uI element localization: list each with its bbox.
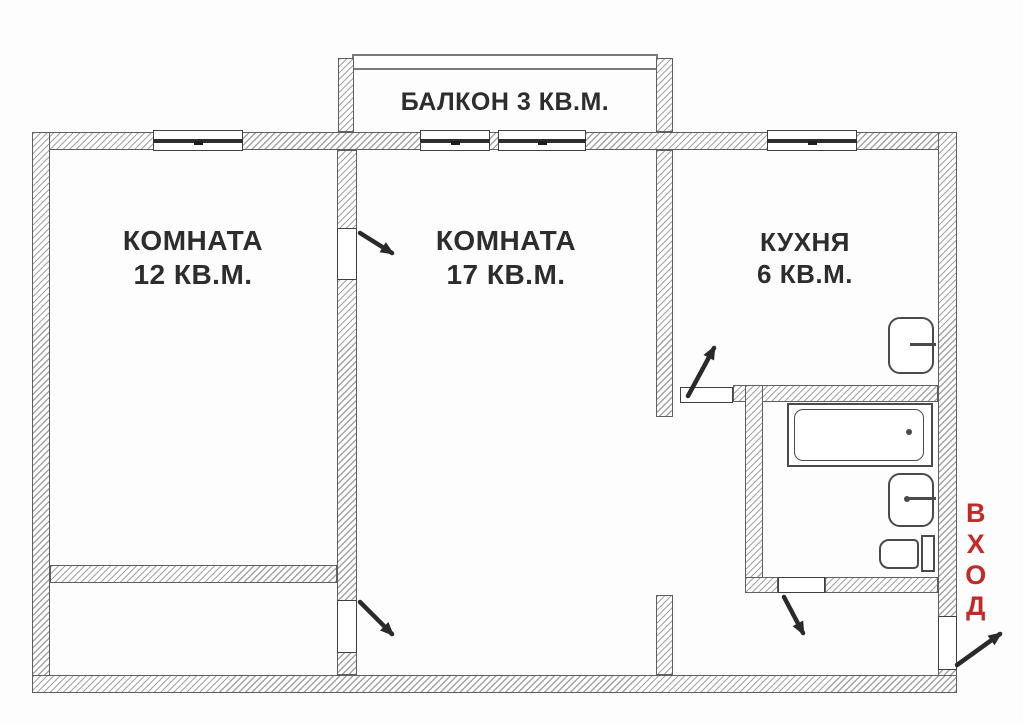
window-balcony-left-icon [420, 130, 490, 151]
wall-top [32, 132, 957, 150]
room-17-label: КОМНАТА 17 КВ.М. [372, 224, 640, 292]
wall-bathroom-bottom-b [825, 577, 938, 593]
wall-bathroom-left [745, 385, 763, 593]
wall-right [938, 132, 957, 693]
sink-line [908, 497, 936, 500]
swing-entrance [954, 631, 1003, 668]
wall-kitchen-left [656, 150, 673, 417]
balcony-label-text: БАЛКОН 3 КВ.М. [400, 88, 610, 116]
room-12-label: КОМНАТА 12 КВ.М. [58, 224, 328, 292]
toilet-icon [879, 539, 919, 569]
balcony-wall-right [656, 58, 673, 132]
room-12-area: 12 КВ.М. [133, 259, 253, 290]
wall-kitchen-bottom [733, 385, 938, 402]
door-kitchen-leaf [680, 387, 733, 403]
window-room-12-icon [153, 130, 243, 151]
wall-room-divider [337, 150, 357, 675]
room-12-name: КОМНАТА [122, 225, 264, 256]
kitchen-area: 6 КВ.М. [757, 259, 853, 289]
room-17-name: КОМНАТА [435, 225, 577, 256]
sink-icon [888, 473, 934, 527]
balcony-railing [352, 54, 658, 70]
door-bathroom-leaf [778, 577, 825, 593]
swing-corridor-room17 [357, 599, 395, 637]
room-17-area: 17 КВ.М. [446, 259, 566, 290]
sink-drain [904, 496, 910, 502]
balcony-wall-left [338, 58, 354, 132]
wall-under-room-12 [50, 565, 337, 583]
bathtub-inner [794, 409, 924, 461]
swing-bathroom [781, 594, 806, 636]
stove-line [910, 343, 936, 346]
wall-bathroom-bottom-a [745, 577, 778, 593]
wall-hall-stub [656, 595, 673, 675]
balcony-label: БАЛКОН 3 КВ.М. [352, 87, 658, 117]
bathtub-drain [906, 429, 912, 435]
window-balcony-right-icon [498, 130, 586, 151]
wall-left [32, 132, 50, 693]
entrance-label: ВХОД [965, 498, 987, 621]
window-kitchen-icon [767, 130, 857, 151]
wall-bottom [32, 675, 957, 693]
kitchen-label: КУХНЯ 6 КВ.М. [690, 226, 920, 290]
door-corridor-room17 [337, 600, 357, 653]
door-room12-room17 [337, 228, 357, 280]
kitchen-name: КУХНЯ [760, 227, 850, 257]
door-entrance [938, 616, 957, 670]
toilet-tank [921, 535, 935, 572]
